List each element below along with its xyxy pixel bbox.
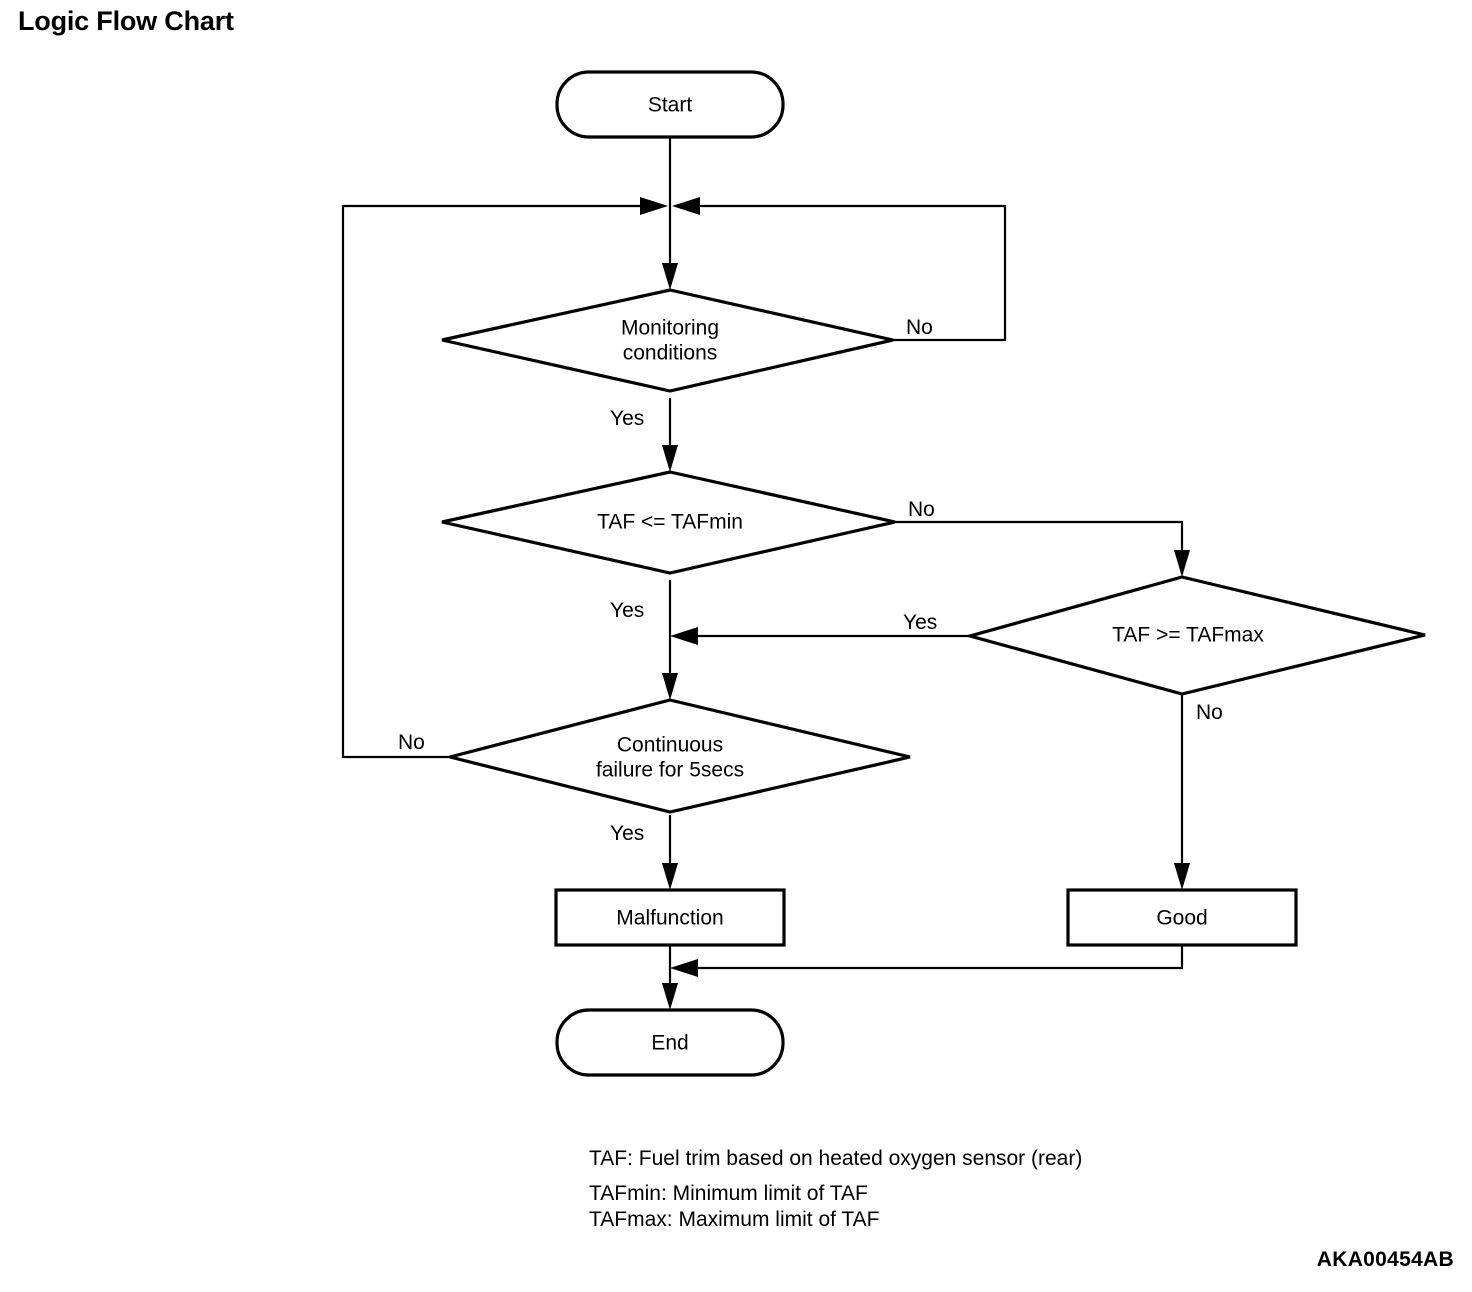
arrowhead-junction-from-right: [672, 197, 700, 215]
node-end-shape: [555, 1008, 785, 1077]
node-good[interactable]: Good: [1066, 888, 1298, 947]
connector-good-to-end: [692, 945, 1184, 970]
edge-label-tafmax-no: No: [1196, 701, 1223, 724]
edge-label-tafmin-yes: Yes: [610, 599, 644, 622]
node-start-label: Start: [648, 94, 693, 117]
arrowhead-tafmax-yes-merge: [670, 627, 698, 645]
arrowhead-into-good: [1174, 863, 1190, 890]
legend-line-tafmax: TAFmax: Maximum limit of TAF: [589, 1208, 880, 1231]
node-tafmax-label: TAF >= TAFmax: [1112, 624, 1264, 647]
edge-label-monitoring-no: No: [906, 316, 933, 339]
arrowhead-junction-from-left: [640, 197, 668, 215]
arrowhead-into-continuous: [662, 673, 678, 700]
node-monitoring-label-line1: Monitoring: [621, 317, 719, 340]
node-monitoring-label-line2: conditions: [623, 342, 718, 365]
node-continuous-shape: [449, 698, 911, 814]
legend-line-taf: TAF: Fuel trim based on heated oxygen se…: [589, 1147, 1083, 1170]
node-monitoring-conditions[interactable]: Monitoring conditions: [441, 288, 894, 393]
node-monitoring-shape: [441, 288, 894, 393]
arrowhead-into-malfunction: [662, 863, 678, 890]
document-code: AKA00454AB: [1316, 1248, 1454, 1271]
edge-label-continuous-no: No: [398, 731, 425, 754]
arrowhead-into-end: [662, 983, 678, 1010]
edge-label-continuous-yes: Yes: [610, 822, 644, 845]
connector-monitoring-no-loop: [692, 204, 1007, 342]
legend-line-tafmin: TAFmin: Minimum limit of TAF: [589, 1182, 868, 1205]
node-good-shape: [1066, 888, 1298, 947]
node-start[interactable]: Start: [555, 70, 785, 139]
node-good-label: Good: [1156, 907, 1207, 930]
node-continuous-label-line1: Continuous: [617, 734, 723, 757]
arrowhead-into-monitoring: [662, 263, 678, 290]
node-continuous-failure[interactable]: Continuous failure for 5secs: [449, 698, 911, 814]
node-malfunction[interactable]: Malfunction: [554, 888, 786, 947]
node-taf-ge-tafmax[interactable]: TAF >= TAFmax: [963, 575, 1426, 696]
arrowhead-into-tafmax: [1174, 550, 1190, 577]
node-taf-le-tafmin[interactable]: TAF <= TAFmin: [441, 470, 896, 575]
node-end[interactable]: End: [555, 1008, 785, 1077]
node-malfunction-label: Malfunction: [616, 907, 723, 930]
arrowhead-good-merge: [670, 959, 698, 977]
edge-label-monitoring-yes: Yes: [610, 407, 644, 430]
node-tafmax-shape: [963, 575, 1426, 696]
node-tafmin-label: TAF <= TAFmin: [597, 511, 743, 534]
edge-label-tafmax-yes: Yes: [903, 611, 937, 634]
legend: TAF: Fuel trim based on heated oxygen se…: [589, 1148, 1082, 1230]
connector-tafmin-no: [895, 520, 1184, 567]
arrowhead-into-tafmin: [662, 445, 678, 472]
node-continuous-label-line2: failure for 5secs: [596, 759, 744, 782]
node-start-shape: [555, 70, 785, 139]
node-end-label: End: [651, 1032, 688, 1055]
connector-continuous-no-loop: [341, 204, 648, 759]
edge-label-tafmin-no: No: [908, 498, 935, 521]
page-title: Logic Flow Chart: [18, 6, 234, 36]
node-malfunction-shape: [554, 888, 786, 947]
node-tafmin-shape: [441, 470, 896, 575]
